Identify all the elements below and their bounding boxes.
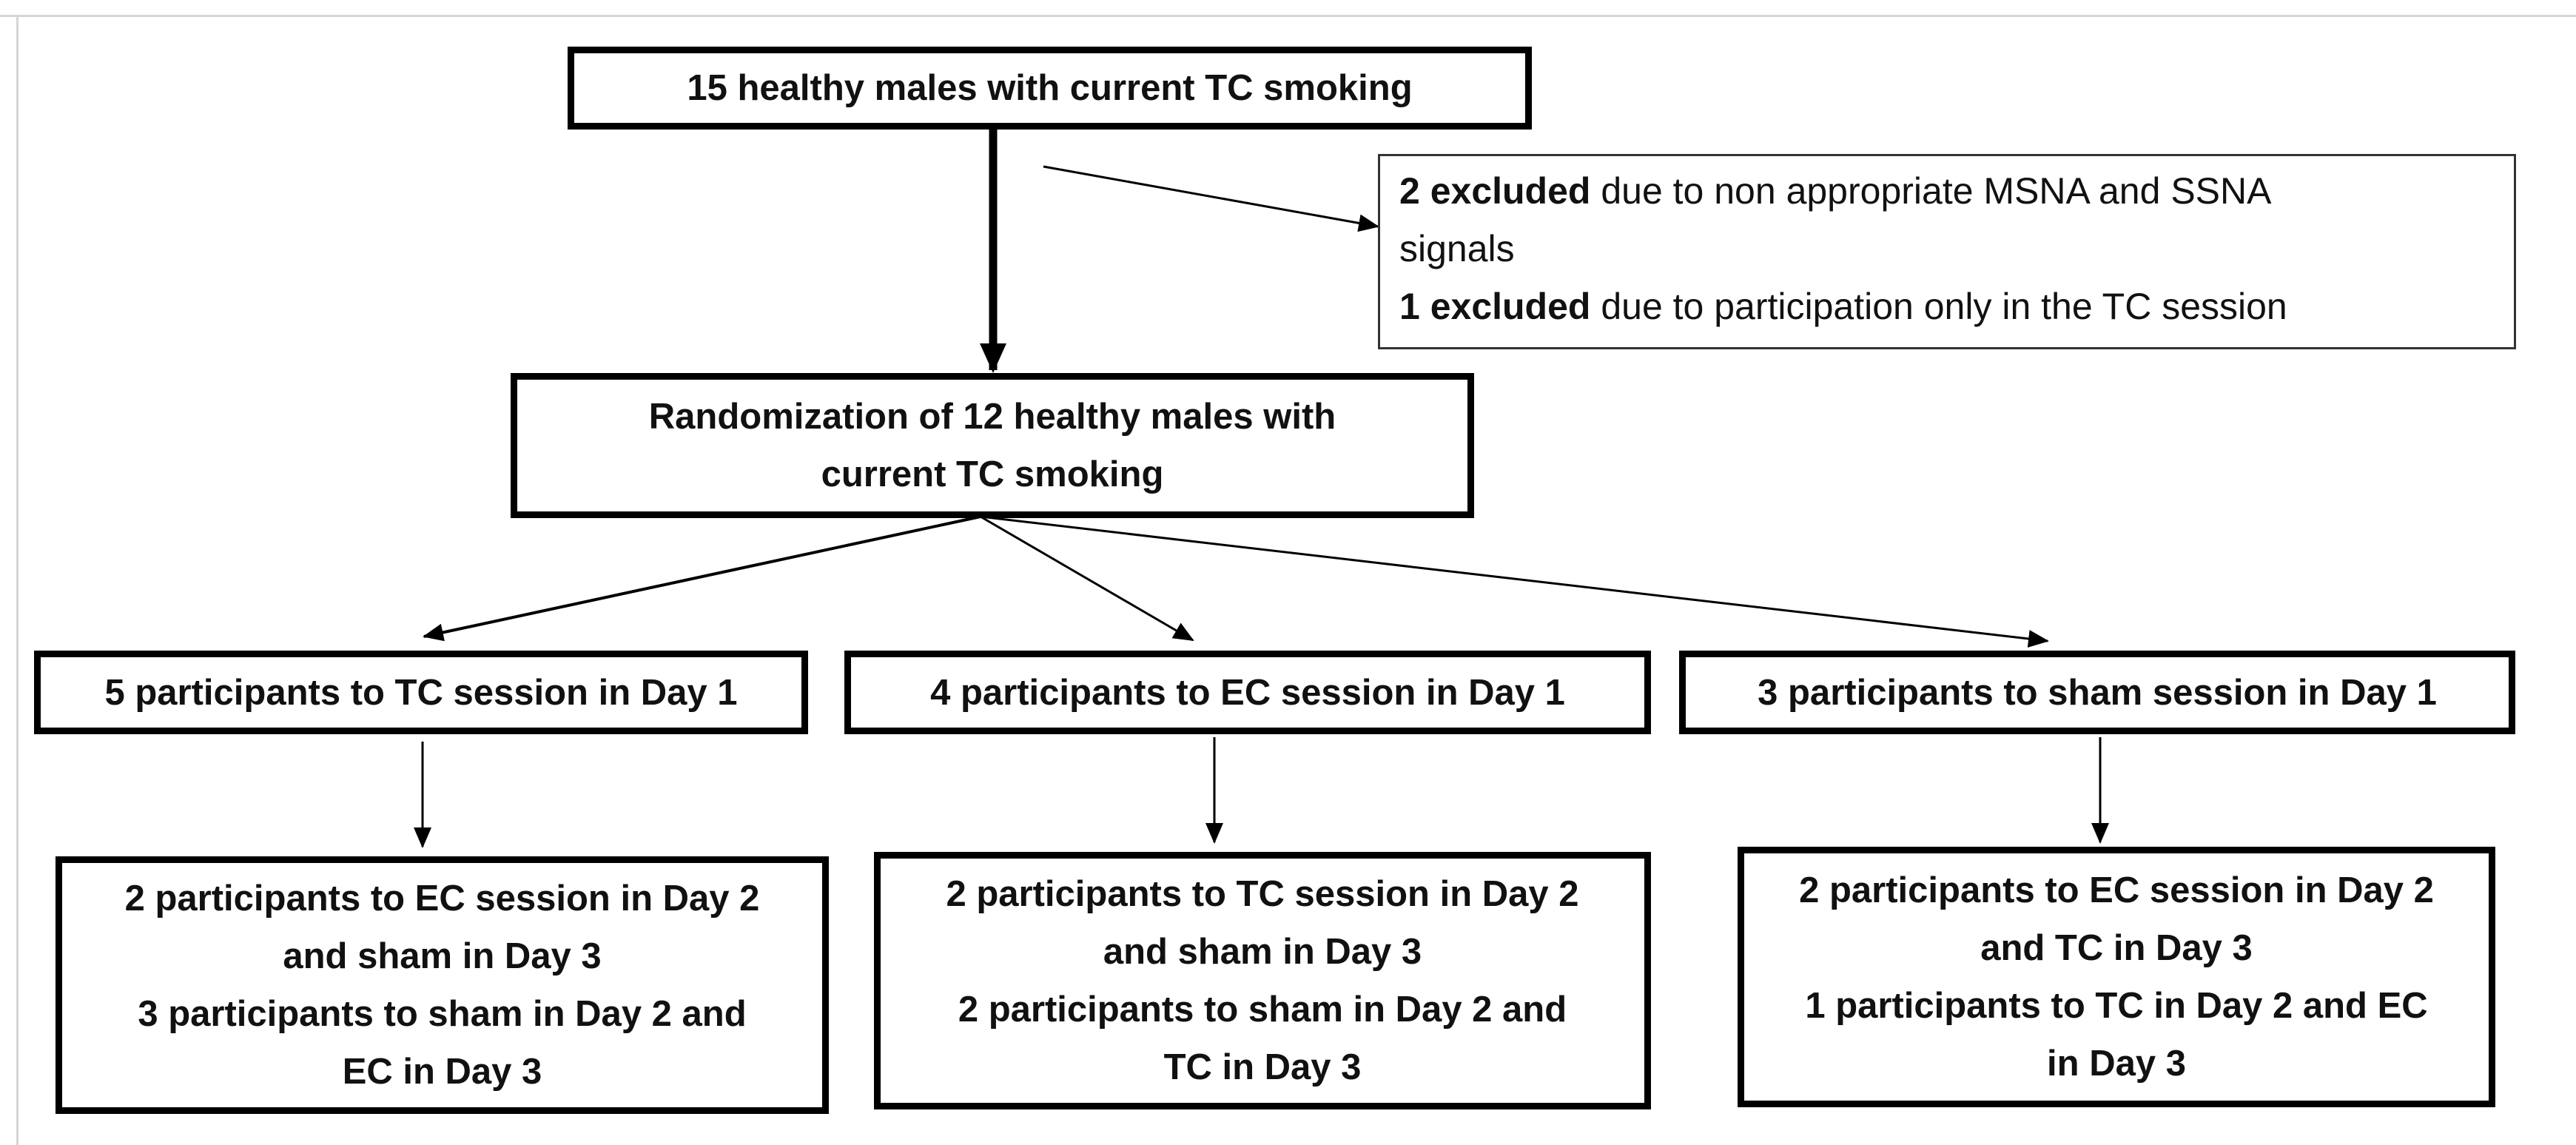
frame-left-border bbox=[16, 15, 19, 1145]
exclusion-reason-2: due to participation only in the TC sess… bbox=[1590, 286, 2287, 327]
day1-sham-text: 3 participants to sham session in Day 1 bbox=[1758, 672, 2437, 713]
enrollment-text: 15 healthy males with current TC smoking bbox=[687, 68, 1413, 108]
randomization-box: Randomization of 12 healthy males with c… bbox=[511, 373, 1474, 518]
exclusion-line-2: signals bbox=[1399, 228, 1515, 269]
arrow-to-exclusion-note bbox=[1043, 165, 1379, 232]
day23-from-ec-box: 2 participants to TC session in Day 2 an… bbox=[874, 852, 1651, 1109]
arrow-randomization-to-sham-day1 bbox=[980, 515, 2049, 648]
day23-from-ec-line-1: 2 participants to TC session in Day 2 bbox=[946, 874, 1579, 914]
day23-from-sham-line-3: 1 participants to TC in Day 2 and EC bbox=[1805, 986, 2428, 1026]
day23-from-sham-line-1: 2 participants to EC session in Day 2 bbox=[1799, 870, 2434, 910]
day1-tc-text: 5 participants to TC session in Day 1 bbox=[104, 672, 738, 713]
exclusion-line-1: 2 excluded due to non appropriate MSNA a… bbox=[1399, 162, 2495, 220]
exclusion-reason-1: due to non appropriate MSNA and SSNA bbox=[1590, 170, 2272, 212]
exclusion-count-2: 1 excluded bbox=[1399, 286, 1591, 327]
day23-from-ec-line-4: TC in Day 3 bbox=[1163, 1047, 1362, 1087]
exclusion-note: 2 excluded due to non appropriate MSNA a… bbox=[1378, 154, 2516, 349]
day23-from-tc-line-1: 2 participants to EC session in Day 2 bbox=[124, 879, 760, 919]
day23-from-tc-line-3: 3 participants to sham in Day 2 and bbox=[138, 994, 747, 1034]
day23-from-ec-line-3: 2 participants to sham in Day 2 and bbox=[958, 990, 1567, 1030]
arrow-randomization-to-ec-day1 bbox=[980, 515, 1194, 642]
day23-from-ec-line-2: and sham in Day 3 bbox=[1103, 932, 1422, 972]
enrollment-box: 15 healthy males with current TC smoking bbox=[568, 47, 1532, 130]
day23-from-tc-line-4: EC in Day 3 bbox=[342, 1052, 542, 1092]
day23-from-tc-line-2: and sham in Day 3 bbox=[283, 936, 602, 976]
day23-from-sham-box: 2 participants to EC session in Day 2 an… bbox=[1738, 847, 2495, 1107]
exclusion-count-1: 2 excluded bbox=[1399, 170, 1591, 212]
day1-tc-box: 5 participants to TC session in Day 1 bbox=[34, 651, 808, 734]
arrow-randomization-to-tc-day1 bbox=[423, 515, 981, 642]
day1-ec-box: 4 participants to EC session in Day 1 bbox=[844, 651, 1651, 734]
day23-from-tc-box: 2 participants to EC session in Day 2 an… bbox=[56, 856, 829, 1114]
day23-from-sham-line-2: and TC in Day 3 bbox=[1980, 928, 2253, 968]
day1-ec-text: 4 participants to EC session in Day 1 bbox=[930, 672, 1565, 713]
exclusion-line-3: 1 excluded due to participation only in … bbox=[1399, 278, 2495, 335]
day23-from-sham-line-4: in Day 3 bbox=[2047, 1044, 2186, 1084]
randomization-line-1: Randomization of 12 healthy males with bbox=[648, 397, 1336, 437]
randomization-line-2: current TC smoking bbox=[821, 454, 1164, 494]
day1-sham-box: 3 participants to sham session in Day 1 bbox=[1679, 651, 2515, 734]
frame-top-border bbox=[0, 15, 2576, 17]
